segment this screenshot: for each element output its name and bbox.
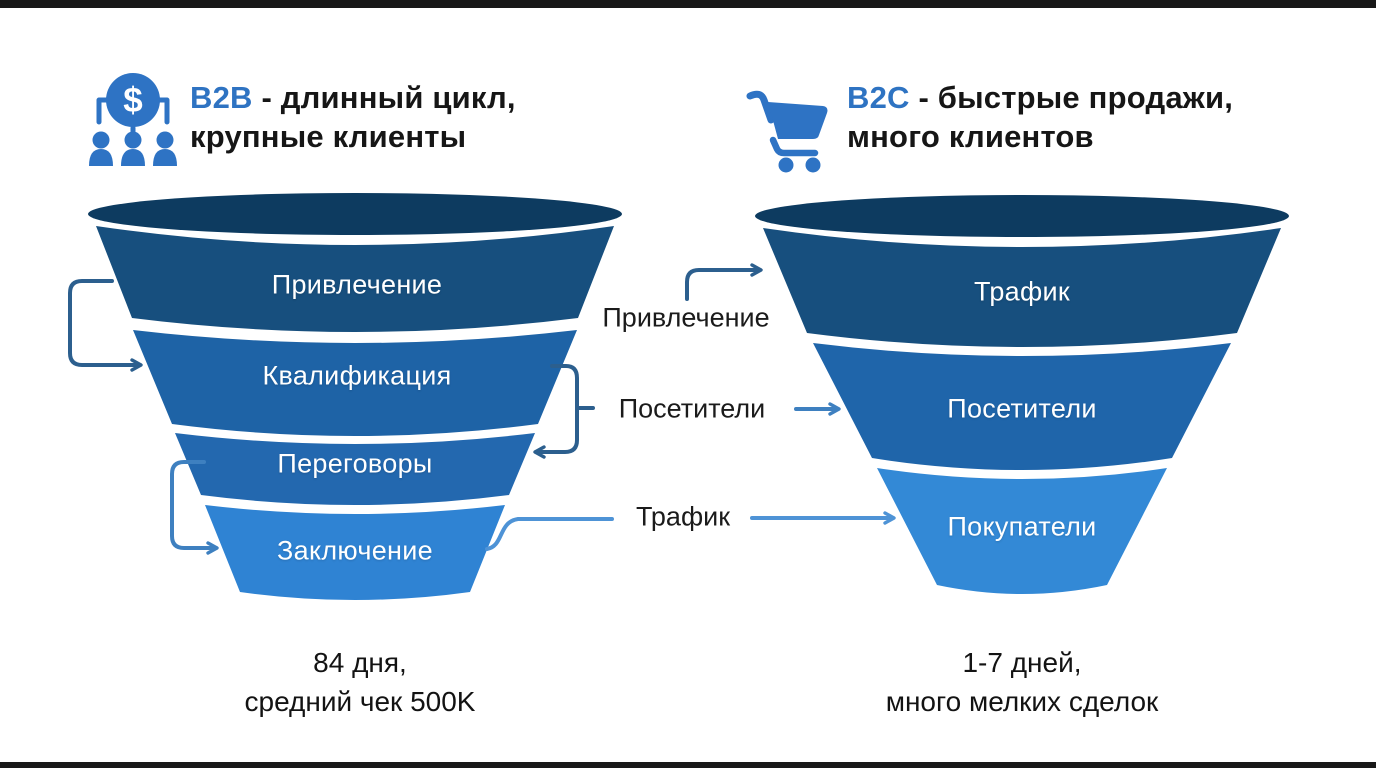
b2b-segment-qualification — [133, 330, 577, 436]
person-body-icon — [89, 149, 113, 166]
person-head-icon — [92, 131, 110, 149]
b2c-caption: 1-7 дней, много мелких сделок — [886, 643, 1159, 721]
b2b-caption: 84 дня, средний чек 500K — [245, 643, 476, 721]
b2b-segment-closing — [205, 505, 505, 600]
b2c-funnel — [755, 195, 1289, 594]
cart-handle — [746, 90, 775, 124]
dollar-glyph: $ — [123, 81, 142, 120]
b2b-stage-label-attraction: Привлечение — [271, 269, 443, 300]
cart-wheel-icon — [778, 157, 794, 173]
b2c-stage-label-traffic: Трафик — [974, 276, 1070, 307]
b2c-caption-line1: 1-7 дней, — [962, 647, 1082, 678]
b2b-funnel — [88, 193, 622, 600]
b2c-header: B2C - быстрые продажи, много клиентов — [847, 78, 1233, 157]
b2c-title-line2: много клиентов — [847, 119, 1094, 155]
cart-base — [769, 136, 819, 157]
b2b-header: B2B - длинный цикл, крупные клиенты — [190, 78, 516, 157]
cart-basket — [768, 102, 828, 139]
b2c-caption-line2: много мелких сделок — [885, 686, 1159, 718]
arrow-attraction-to-b2c-traffic — [685, 263, 763, 301]
b2c-segment-traffic — [763, 228, 1281, 347]
b2b-stage-label-qualification: Квалификация — [262, 360, 452, 391]
b2b-caption-line1: 84 дня, — [313, 647, 407, 678]
arrow-b2b-qualification-to-negotiation — [536, 364, 595, 452]
person-head-icon — [124, 131, 142, 149]
b2c-cart-icon — [746, 90, 828, 173]
b2b-stage-label-closing: Заключение — [277, 535, 433, 566]
middle-label-visitors: Посетители — [618, 393, 766, 424]
people-icons — [89, 131, 177, 166]
b2c-header-line1: B2C - быстрые продажи, — [847, 78, 1233, 117]
b2b-funnel-top-ellipse — [88, 193, 622, 235]
b2b-brand-label: B2B — [190, 80, 253, 115]
person-body-icon — [153, 149, 177, 166]
b2c-funnel-top-ellipse — [755, 195, 1289, 237]
b2b-header-line1: B2B - длинный цикл, — [190, 78, 516, 117]
b2b-title-rest: - длинный цикл, — [252, 80, 516, 115]
arrow-b2b-negotiation-to-closing — [170, 460, 219, 555]
cart-wheel-icon — [805, 157, 821, 173]
b2b-stage-label-negotiation: Переговоры — [277, 448, 433, 479]
b2c-segment-visitors — [813, 343, 1231, 470]
dollar-circle — [106, 73, 160, 127]
b2b-org-dollar-icon: $ — [89, 73, 177, 166]
bottom-edge-bar — [0, 762, 1376, 768]
middle-label-traffic: Трафик — [635, 501, 731, 532]
b2c-brand-label: B2C — [847, 80, 910, 115]
top-edge-bar — [0, 0, 1376, 8]
b2c-stage-label-buyers: Покупатели — [947, 511, 1097, 542]
person-body-icon — [121, 149, 145, 166]
line-b2b-closing-to-traffic-label — [485, 517, 614, 551]
b2b-caption-line2: средний чек 500K — [244, 686, 476, 718]
b2c-stage-label-visitors: Посетители — [947, 393, 1097, 424]
b2c-title-rest: - быстрые продажи, — [909, 80, 1234, 115]
person-head-icon — [156, 131, 174, 149]
b2c-segment-buyers — [877, 468, 1167, 594]
arrow-b2b-attraction-to-qualification — [68, 279, 143, 372]
b2b-title-line2: крупные клиенты — [190, 119, 467, 155]
b2b-segment-attraction — [96, 226, 614, 332]
b2b-segment-negotiation — [175, 433, 535, 505]
middle-label-attraction: Привлечение — [602, 302, 770, 333]
